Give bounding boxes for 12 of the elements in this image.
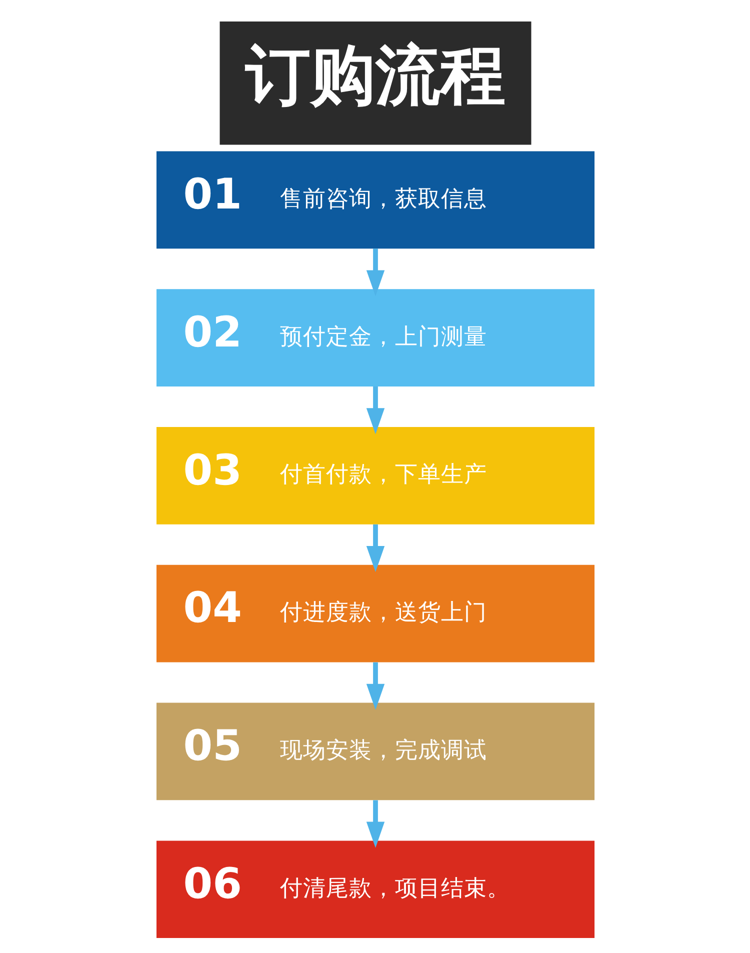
arrow: [366, 524, 384, 572]
arrow: [366, 386, 384, 434]
node-box: 01 售前咨询，获取信息: [156, 151, 594, 249]
node-box: 04 付进度款，送货上门: [156, 564, 594, 662]
arrow: [366, 248, 384, 296]
node-box: 03 付首付款，下单生产: [156, 427, 594, 524]
node-box: 02 预付定金，上门测量: [156, 289, 594, 386]
arrow: [366, 800, 384, 848]
diagram-title: 订购流程: [245, 38, 506, 114]
arrow: [366, 662, 384, 710]
node-box: 06 付清尾款，项目结束。: [156, 840, 594, 938]
node-box: 05 现场安装，完成调试: [156, 702, 594, 800]
